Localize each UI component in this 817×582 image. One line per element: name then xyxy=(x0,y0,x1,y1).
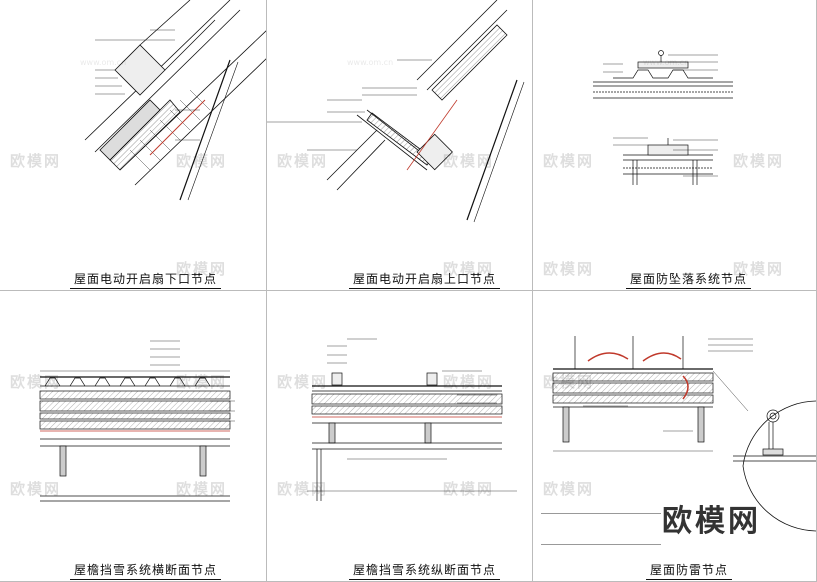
watermark-url: www.om.cn xyxy=(80,58,127,67)
watermark-text: 欧模网 xyxy=(176,260,228,278)
watermark-text: 欧模网 xyxy=(543,152,595,170)
panel-eave-snow-cross-section: 欧模网 欧模网 欧模网 欧模网 屋檐挡雪系统横断面节点 xyxy=(0,291,267,582)
watermark-text: 欧模网 xyxy=(176,373,228,391)
panel-fall-protection-node: 欧模网 欧模网 欧模网 欧模网 www.om.cn 屋面防坠落系统节点 xyxy=(533,0,817,291)
fall-protection-drawing xyxy=(593,50,733,185)
roof-vent-upper-drawing xyxy=(267,0,525,223)
watermark-text: 欧模网 xyxy=(443,373,495,391)
panel-roof-lightning-protection: 欧模网 欧模网 屋面防雷节点 xyxy=(533,291,817,582)
watermark-text: 欧模网 xyxy=(10,480,62,498)
watermark-text: 欧模网 xyxy=(10,152,62,170)
lightning-protection-drawing xyxy=(552,336,816,532)
panel-title: 屋檐挡雪系统横断面节点 xyxy=(70,561,222,580)
watermark-text: 欧模网 xyxy=(277,152,329,170)
watermark-url: www.om.cn xyxy=(347,58,394,67)
notes-block xyxy=(541,513,661,545)
watermark-text: 欧模网 xyxy=(176,480,228,498)
watermark-text: 欧模网 xyxy=(543,260,595,278)
panel-roof-vent-lower-node: 欧模网 欧模网 欧模网 www.om.cn 屋面电动开启扇下口节点 xyxy=(0,0,267,291)
watermark-text: 欧模网 xyxy=(10,373,62,391)
watermark-text: 欧模网 xyxy=(176,152,228,170)
watermark-text: 欧模网 xyxy=(733,260,785,278)
panel-title: 屋檐挡雪系统纵断面节点 xyxy=(349,561,501,580)
panel-title: 屋面电动开启扇上口节点 xyxy=(349,270,501,289)
watermark-text: 欧模网 xyxy=(543,373,595,391)
watermark-text: 欧模网 xyxy=(277,373,329,391)
watermark-url: www.om.cn xyxy=(643,58,690,67)
roof-vent-lower-drawing xyxy=(84,0,266,201)
watermark-text: 欧模网 xyxy=(277,480,329,498)
panel-roof-vent-upper-node: 欧模网 欧模网 欧模网 www.om.cn 屋面电动开启扇上口节点 xyxy=(267,0,533,291)
watermark-text: 欧模网 xyxy=(443,480,495,498)
brand-logo: 欧模网 xyxy=(662,504,761,539)
eave-snow-long-drawing xyxy=(307,338,517,501)
watermark-text: 欧模网 xyxy=(443,152,495,170)
panel-title: 屋面防雷节点 xyxy=(646,561,733,580)
watermark-text: 欧模网 xyxy=(733,152,785,170)
eave-snow-cross-drawing xyxy=(39,340,235,502)
panel-eave-snow-longitudinal-section: 欧模网 欧模网 欧模网 欧模网 屋檐挡雪系统纵断面节点 xyxy=(267,291,533,582)
panel-title: 屋面电动开启扇下口节点 xyxy=(70,270,222,289)
watermark-text: 欧模网 xyxy=(543,480,595,498)
panel-title: 屋面防坠落系统节点 xyxy=(626,270,752,289)
watermark-text: 欧模网 xyxy=(443,260,495,278)
